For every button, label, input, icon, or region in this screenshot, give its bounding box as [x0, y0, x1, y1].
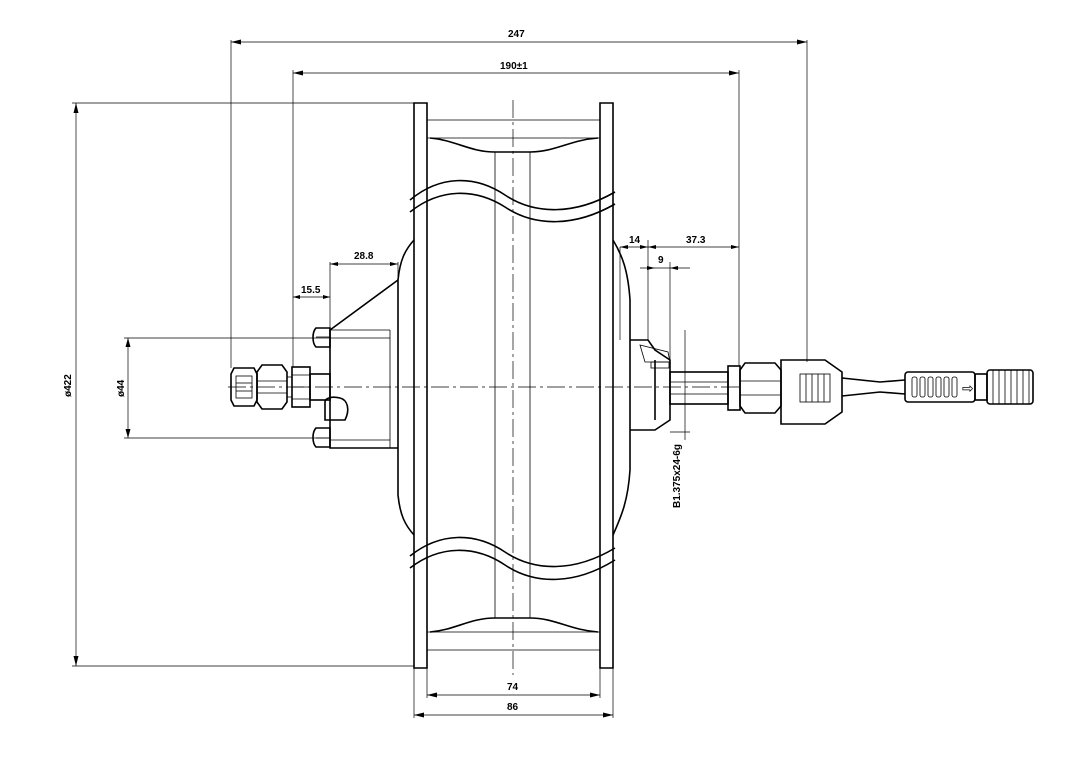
grip-rib-1	[911, 376, 918, 398]
grip-rib-4	[935, 376, 942, 398]
cable-top	[841, 377, 906, 383]
dim-bearing-span: 190±1	[500, 61, 528, 72]
dim-overall-width: 247	[508, 29, 525, 40]
hub-right-cover	[612, 239, 631, 536]
connector-plug-ribs	[992, 370, 1030, 404]
rim-well-top	[429, 137, 599, 153]
dim-44-arrow-top	[125, 338, 131, 347]
left-seal	[324, 396, 349, 421]
left-top-screw	[312, 327, 331, 348]
break-line-bottom-2	[409, 549, 616, 581]
rim-body	[409, 102, 616, 669]
break-line-bottom-1	[409, 536, 616, 568]
left-bottom-screw	[312, 427, 331, 448]
hub-shell	[329, 239, 671, 536]
dim-14-arrow-left	[620, 245, 628, 249]
dim-9-arrow-left	[647, 266, 655, 270]
dim-422-arrow-bottom	[73, 656, 79, 666]
left-boss-outline	[329, 279, 399, 449]
left-end-cap-inner	[235, 375, 253, 399]
dim-37-arrow-right	[731, 245, 739, 249]
grip-rib-2	[919, 376, 926, 398]
dim-247-arrow-right	[797, 39, 807, 45]
right-hex-nut	[739, 362, 782, 414]
dim-left-axle-step: 15.5	[301, 285, 321, 296]
break-line-top-2	[409, 192, 616, 223]
grip-rib-6	[951, 376, 958, 398]
right-seal-hatch	[639, 344, 671, 363]
center-lines	[228, 100, 740, 675]
rim-left-flange	[413, 102, 428, 669]
rim-well-bottom	[429, 617, 599, 633]
dim-74-arrow-right	[590, 692, 600, 698]
dim-9-arrow-right	[670, 266, 678, 270]
grip-rib-5	[943, 376, 950, 398]
cable-gland	[780, 359, 843, 425]
dim-247-arrow-left	[231, 39, 241, 45]
dim-right-step: 9	[658, 255, 664, 266]
dim-outer-diameter: ø422	[63, 374, 74, 397]
connector-plug	[986, 369, 1034, 405]
rim-right-flange	[599, 102, 614, 669]
dim-left-flange-depth: 28.8	[354, 251, 374, 262]
dim-28-8-arrow-right	[390, 262, 398, 266]
dim-thread-spec: B1.375x24-6g	[672, 444, 683, 508]
dim-44-arrow-bottom	[125, 429, 131, 438]
dim-rim-inner-width: 74	[507, 682, 519, 693]
cable-bottom	[841, 391, 906, 397]
left-axle-assembly	[230, 327, 349, 448]
dim-15-5-arrow-right	[323, 295, 330, 299]
connector-collar	[974, 373, 988, 401]
dim-86-arrow-right	[603, 712, 613, 718]
right-axle-shaft	[669, 371, 729, 405]
dim-28-8-arrow-left	[330, 262, 338, 266]
dim-15-5-arrow-left	[293, 295, 300, 299]
connector-arrow-icon: ⇨	[962, 380, 974, 396]
dim-right-hub-offset: 14	[629, 235, 641, 246]
dim-rim-outer-width: 86	[507, 702, 519, 713]
dim-14-arrow-right	[640, 245, 648, 249]
right-washer	[727, 365, 741, 411]
dim-axle-diameter: ø44	[116, 379, 127, 397]
hub-left-cover	[397, 239, 415, 536]
right-axle-assembly: ⇨	[669, 359, 1034, 425]
dim-422-arrow-top	[73, 103, 79, 113]
dim-right-axle-length: 37.3	[686, 235, 706, 246]
connector-grip-ribs	[911, 376, 958, 398]
grip-rib-3	[927, 376, 934, 398]
break-line-top-1	[409, 179, 616, 211]
cable-gland-core	[799, 373, 831, 403]
dim-190-arrow-left	[293, 70, 303, 76]
right-boss-outline	[630, 339, 671, 431]
left-axle-end-cap	[230, 367, 258, 407]
dim-86-arrow-left	[414, 712, 424, 718]
cable-gland-threads	[805, 374, 825, 402]
dimension-lines: 247 190±1 28.8 15.5 14 37.3	[63, 29, 808, 718]
dim-74-arrow-left	[427, 692, 437, 698]
right-seal-pad	[650, 361, 670, 369]
dim-190-arrow-right	[729, 70, 739, 76]
dim-37-arrow-left	[648, 245, 656, 249]
